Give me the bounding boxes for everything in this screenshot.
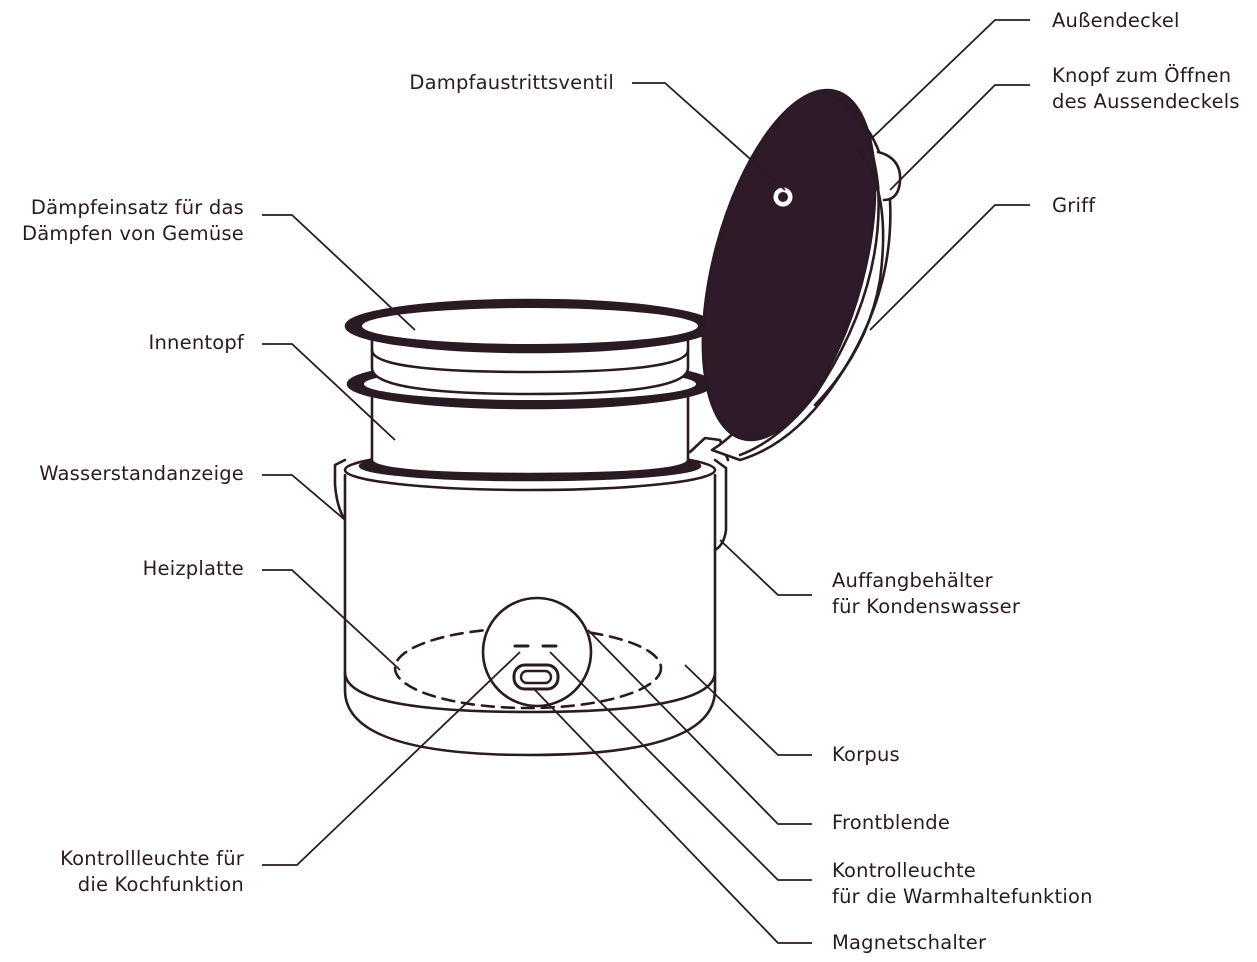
label-text: die Kochfunktion [77,873,244,896]
leader-kontroll-warm [549,651,812,881]
condensation-collector [713,458,728,552]
leader-korpus [684,664,812,756]
label-daempfeinsatz: Dämpfeinsatz für das Dämpfen von Gemüse [22,195,244,247]
leader-magnetschalter [534,689,812,944]
label-griff: Griff [1052,193,1095,219]
label-knopf: Knopf zum Öffnen des Aussendeckels [1052,63,1240,115]
leader-wasserstand [262,474,346,521]
label-aussendeckel: Außendeckel [1052,8,1180,34]
label-text: für die Warmhaltefunktion [832,885,1093,908]
label-innentopf: Innentopf [149,330,244,356]
label-text: Auffangbehälter [832,569,993,592]
label-kontroll-warm: Kontrolleuchte für die Warmhaltefunktion [832,858,1093,910]
label-text: Kontrollleuchte für [60,847,244,870]
label-text: des Aussendeckels [1052,90,1240,113]
label-text: Magnetschalter [832,931,987,954]
label-text: Griff [1052,194,1096,217]
front-panel [481,596,593,708]
label-text: Frontblende [832,811,951,834]
outer-lid [701,88,902,462]
label-text: Außendeckel [1052,9,1180,32]
leader-heizplatte [262,569,401,671]
label-wasserstand: Wasserstandanzeige [39,461,244,487]
label-frontblende: Frontblende [832,810,950,836]
steamer-insert [344,298,716,396]
heating-plate [393,626,663,710]
label-magnetschalter: Magnetschalter [832,930,986,956]
lid-open-button [876,150,902,202]
leader-innentopf [262,343,396,441]
label-auffang: Auffangbehälter für Kondenswasser [832,568,1020,620]
leader-daempfeinsatz [262,214,416,331]
leader-lines [262,19,1030,944]
leader-kontroll-koch [262,651,521,866]
label-korpus: Korpus [832,742,900,768]
leader-dampfventil [632,82,786,191]
label-text: Innentopf [148,331,244,354]
leader-aussendeckel [869,19,1030,141]
label-text: Dämpfeinsatz für das [30,196,244,219]
leader-auffang [719,539,812,596]
label-text: Dampfaustrittsventil [409,71,614,94]
leader-frontblende [587,629,812,825]
label-text: Kontrolleuchte [832,859,976,882]
label-text: Wasserstandanzeige [39,462,244,485]
water-level-indicator [333,458,347,522]
label-heizplatte: Heizplatte [143,556,244,582]
leader-griff [869,204,1030,331]
label-text: Korpus [832,743,900,766]
label-kontroll-koch: Kontrollleuchte für die Kochfunktion [60,846,244,898]
label-dampfventil: Dampfaustrittsventil [409,70,614,96]
label-text: für Kondenswasser [832,595,1021,618]
label-text: Dämpfen von Gemüse [21,222,244,245]
label-text: Heizplatte [142,557,244,580]
leader-knopf [889,84,1030,191]
label-text: Knopf zum Öffnen [1052,64,1232,87]
lid-handle [813,148,885,407]
body-base-band [343,670,717,714]
